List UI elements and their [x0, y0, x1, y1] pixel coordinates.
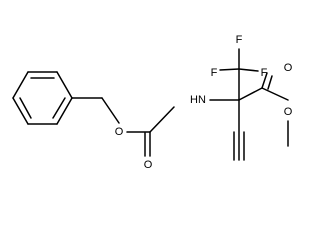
fluorine-left-label: F — [211, 67, 218, 79]
benzene-ring — [12, 71, 73, 125]
nh-label: HN — [190, 94, 206, 106]
ring-double-bond — [19, 97, 32, 119]
alkyne-triple-bond — [233, 99, 245, 161]
fluorine-right-label: F — [261, 67, 268, 79]
bond-ch2-o — [101, 97, 120, 124]
bond-ester-c-o-double-2 — [267, 75, 273, 90]
bond-ester-c-o-single — [261, 87, 289, 101]
bond-ester-c-o-double-1 — [261, 72, 268, 89]
ring-bond — [12, 97, 29, 125]
ring-bond — [56, 71, 73, 99]
ring-double-bond — [52, 97, 66, 119]
molecule-diagram: O O HN F F F O O — [12, 34, 293, 171]
ring-bond — [12, 71, 29, 99]
fluorine-top-label: F — [236, 34, 243, 46]
structure-svg: O O HN F F F O O — [12, 34, 293, 171]
ester-carbonyl-oxygen-label: O — [284, 62, 293, 74]
bond-cf3-f-left — [219, 68, 240, 71]
methoxy-oxygen-label: O — [284, 106, 293, 118]
carbonyl-oxygen-label: O — [144, 159, 153, 171]
bond-quaternary-c-ester-c — [238, 87, 263, 101]
bond-cf3-f-right — [238, 68, 259, 72]
ring-bond — [56, 97, 73, 125]
bond-c-nh — [149, 106, 175, 133]
ether-oxygen-label: O — [115, 126, 124, 138]
